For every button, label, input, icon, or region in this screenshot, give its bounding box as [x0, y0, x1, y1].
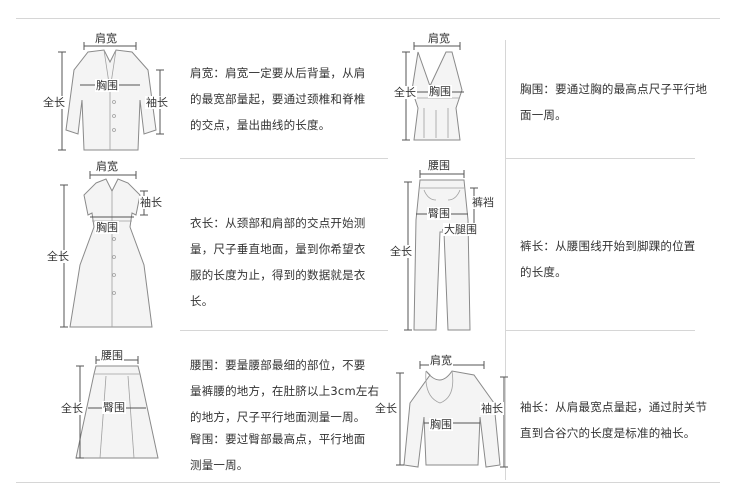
- sleeve-label: 袖长: [145, 96, 169, 109]
- total-length-label: 全长: [42, 96, 66, 109]
- total-length-label: 全长: [389, 245, 413, 258]
- divider: [16, 18, 720, 19]
- total-length-label: 全长: [46, 250, 70, 263]
- chest-label: 胸围: [95, 221, 119, 234]
- chest-description: 胸围：要通过胸的最高点尺子平行地 面一周。: [520, 82, 708, 122]
- divider: [180, 330, 388, 331]
- waist-label: 腰围: [427, 159, 451, 172]
- divider: [505, 330, 695, 331]
- crotch-label: 裤裆: [471, 196, 495, 209]
- total-length-label: 全长: [374, 402, 398, 415]
- sleeve-label: 袖长: [480, 402, 504, 415]
- waist-label: 腰围: [100, 349, 124, 362]
- jacket-illustration: [58, 42, 164, 151]
- dress-illustration: [60, 171, 153, 328]
- total-length-label: 全长: [60, 402, 84, 415]
- divider: [505, 158, 695, 159]
- waist-description: 腰围：要量腰部最细的部位，不要 量裤腰的地方，在肚脐以上3cm左右 的地方，尺子…: [190, 358, 380, 424]
- chest-label: 胸围: [428, 85, 452, 98]
- divider: [180, 158, 388, 159]
- shoulder-label: 肩宽: [95, 160, 119, 173]
- pants-length-description: 裤长：从腰围线开始到脚踝的位置 的长度。: [520, 239, 696, 279]
- sleeve-description: 袖长：从肩最宽点量起，通过肘关节 直到合谷穴的长度是标准的袖长。: [520, 400, 708, 440]
- hip-label: 臀围: [427, 207, 451, 220]
- hip-label: 臀围: [102, 401, 126, 414]
- chest-label: 胸围: [95, 79, 119, 92]
- shoulder-description: 肩宽：肩宽一定要从后背量，从肩 的最宽部量起，要通过颈椎和脊椎 的交点，量出曲线…: [190, 66, 366, 132]
- sleeve-label: 袖长: [139, 196, 163, 209]
- shoulder-label: 肩宽: [94, 32, 118, 45]
- divider: [505, 40, 506, 480]
- chest-label: 胸围: [429, 418, 453, 431]
- length-description: 衣长：从颈部和肩部的交点开始测 量，尺子垂直地面，量到你希望衣 服的长度为止，得…: [190, 216, 366, 308]
- total-length-label: 全长: [393, 86, 417, 99]
- hip-description: 臀围：要过臀部最高点，平行地面 测量一周。: [190, 432, 366, 472]
- thigh-label: 大腿围: [443, 223, 478, 236]
- shoulder-label: 肩宽: [429, 354, 453, 367]
- divider: [16, 482, 720, 483]
- shoulder-label: 肩宽: [427, 32, 451, 45]
